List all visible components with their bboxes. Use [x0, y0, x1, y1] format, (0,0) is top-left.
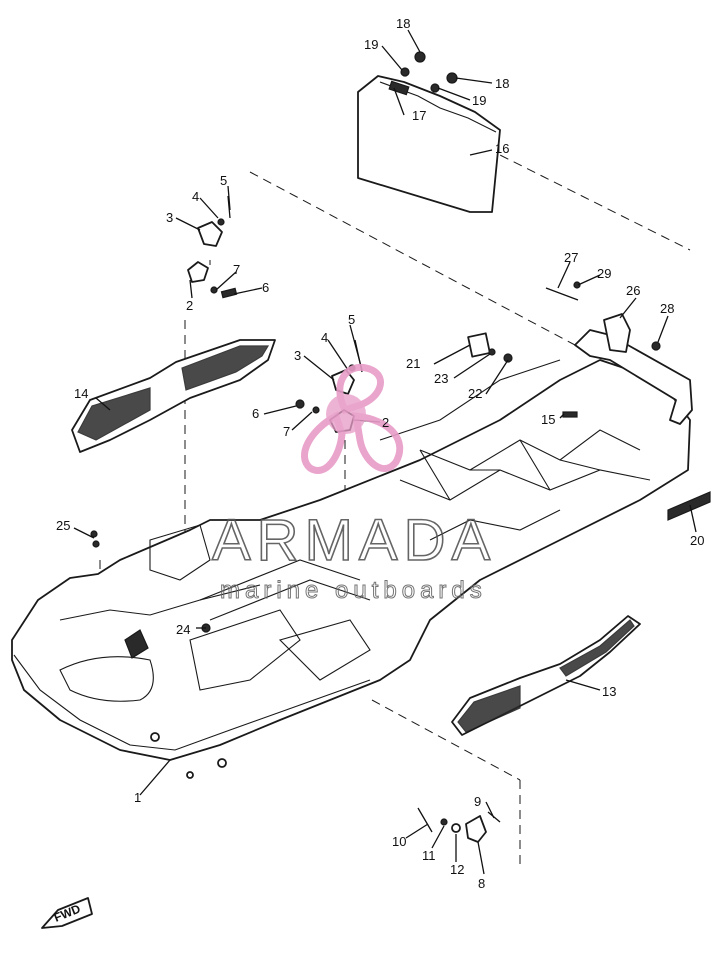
callout-2: 2 — [186, 298, 193, 313]
callout-7: 7 — [233, 262, 240, 277]
callout-3: 3 — [294, 348, 301, 363]
callout-6: 6 — [262, 280, 269, 295]
callout-11: 11 — [422, 848, 436, 863]
callout-16: 16 — [495, 141, 509, 156]
callout-4: 4 — [192, 189, 199, 204]
propeller-logo-icon — [301, 363, 404, 474]
callout-13: 13 — [602, 684, 616, 699]
fwd-arrow: FWD — [41, 897, 93, 929]
callout-18: 18 — [495, 76, 509, 91]
callout-1: 1 — [134, 790, 141, 805]
callout-28: 28 — [660, 301, 674, 316]
callouts: 18 19 18 19 17 16 5 4 3 7 6 2 5 4 3 6 7 … — [56, 16, 704, 891]
callout-12: 12 — [450, 862, 464, 877]
callout-27: 27 — [564, 250, 578, 265]
callout-5: 5 — [348, 312, 355, 327]
callout-24: 24 — [176, 622, 190, 637]
callout-20: 20 — [690, 533, 704, 548]
callout-23: 23 — [434, 371, 448, 386]
callout-18: 18 — [396, 16, 410, 31]
callout-26: 26 — [626, 283, 640, 298]
callout-25: 25 — [56, 518, 70, 533]
callout-29: 29 — [597, 266, 611, 281]
callout-19: 19 — [472, 93, 486, 108]
callout-17: 17 — [412, 108, 426, 123]
callout-5: 5 — [220, 173, 227, 188]
callout-4: 4 — [321, 330, 328, 345]
callout-2: 2 — [382, 415, 389, 430]
footrest-14 — [71, 339, 276, 453]
callout-8: 8 — [478, 876, 485, 891]
watermark: ARMADA marine outboards — [211, 363, 496, 605]
watermark-brand: ARMADA — [212, 508, 496, 573]
callout-6: 6 — [252, 406, 259, 421]
callout-10: 10 — [392, 834, 406, 849]
body-1 — [11, 329, 711, 779]
watermark-tagline: marine outboards — [220, 577, 487, 604]
footrest-13 — [451, 615, 641, 736]
plate-16 — [357, 75, 501, 213]
callout-3: 3 — [166, 210, 173, 225]
callout-15: 15 — [541, 412, 555, 427]
callout-22: 22 — [468, 386, 482, 401]
callout-9: 9 — [474, 794, 481, 809]
callout-7: 7 — [283, 424, 290, 439]
callout-21: 21 — [406, 356, 420, 371]
callout-19: 19 — [364, 37, 378, 52]
callout-14: 14 — [74, 386, 88, 401]
